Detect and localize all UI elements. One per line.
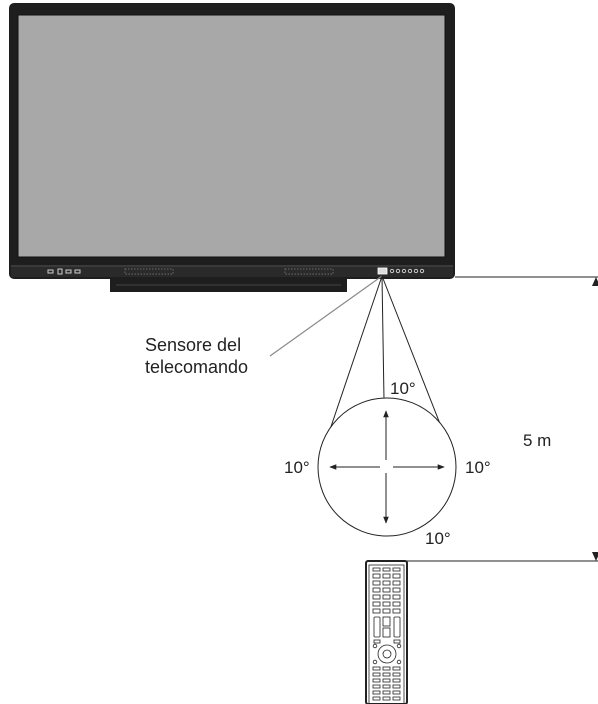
sensor-label-line1: Sensore del [145, 335, 242, 355]
sensor-leader-line [269, 275, 383, 357]
angle-label-top: 10° [390, 379, 416, 398]
remote-buttons [372, 567, 402, 701]
remote-control [365, 560, 408, 704]
display-bezel-bottom-strip [11, 267, 453, 277]
distance-arrow-top [592, 277, 598, 286]
cone-center-line [381, 275, 385, 401]
angle-label-bottom: 10° [425, 529, 451, 548]
display-screen [17, 14, 446, 258]
display [9, 3, 455, 292]
sensor-label-line2: telecomando [145, 357, 249, 377]
distance-arrow-bottom [592, 552, 598, 561]
angle-label-left: 10° [284, 458, 310, 477]
speaker-grille-right [284, 268, 334, 275]
distance-dimension [406, 276, 598, 562]
remote-inner [368, 564, 405, 704]
sensor-label: Sensore del telecomando [145, 334, 248, 378]
angle-circle [317, 397, 457, 537]
angle-label-right: 10° [465, 458, 491, 477]
display-left-buttons [47, 268, 81, 275]
speaker-grille-left [124, 268, 174, 275]
remote-sensor [377, 267, 388, 275]
indicator-dots [389, 268, 425, 274]
distance-label: 5 m [523, 431, 552, 450]
